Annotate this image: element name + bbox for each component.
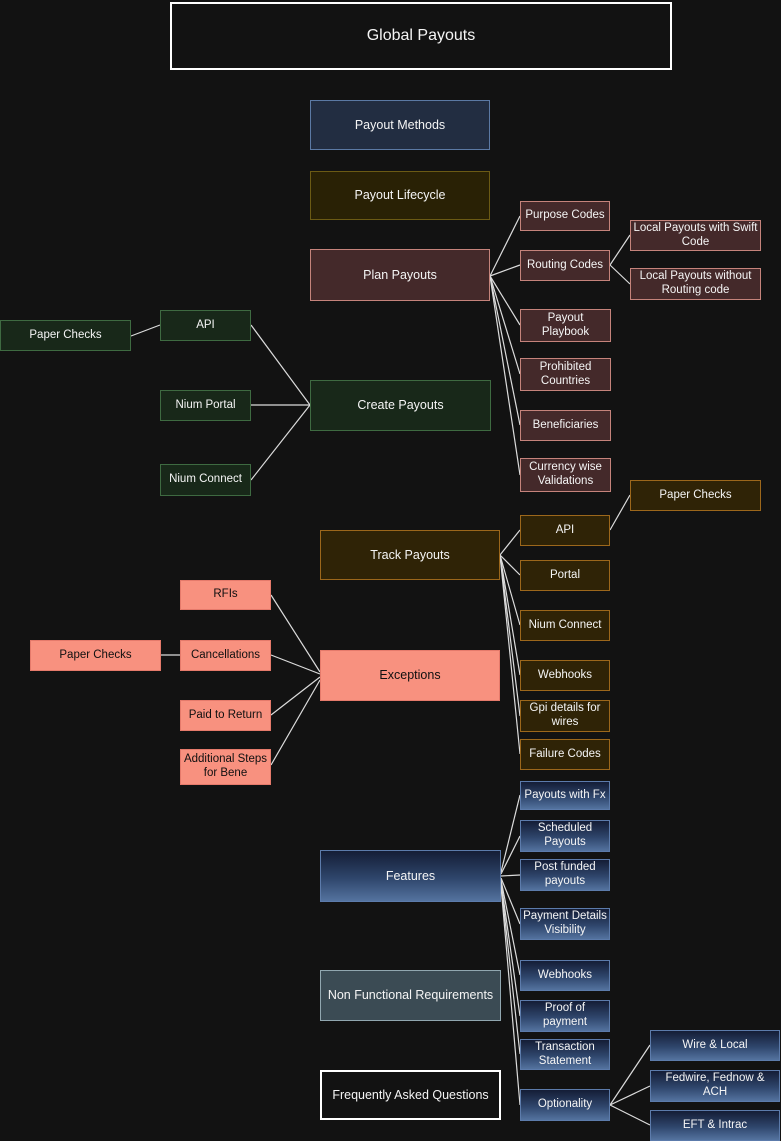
node-nium-connect-track[interactable]: Nium Connect xyxy=(520,610,610,641)
node-wire-and-local[interactable]: Wire & Local xyxy=(650,1030,780,1061)
node-payment-details-visibility[interactable]: Payment Details Visibility xyxy=(520,908,610,940)
node-failure-codes[interactable]: Failure Codes xyxy=(520,739,610,770)
node-api-create[interactable]: API xyxy=(160,310,251,341)
connector-line xyxy=(499,554,521,676)
connector-line xyxy=(500,874,521,877)
connector-line xyxy=(250,404,311,481)
node-additional-steps-for-bene[interactable]: Additional Steps for Bene xyxy=(180,749,271,785)
node-beneficiaries[interactable]: Beneficiaries xyxy=(520,410,611,441)
node-non-functional-requirements[interactable]: Non Functional Requirements xyxy=(320,970,501,1021)
node-track-payouts[interactable]: Track Payouts xyxy=(320,530,500,580)
node-local-payouts-with-swift-code[interactable]: Local Payouts with Swift Code xyxy=(630,220,761,251)
node-post-funded-payouts[interactable]: Post funded payouts xyxy=(520,859,610,891)
connector-line xyxy=(270,676,321,716)
node-cancellations[interactable]: Cancellations xyxy=(180,640,271,671)
node-exceptions[interactable]: Exceptions xyxy=(320,650,500,701)
connector-line xyxy=(489,275,521,426)
connector-line xyxy=(250,324,311,406)
connector-line xyxy=(270,594,321,673)
node-gpi-details-for-wires[interactable]: Gpi details for wires xyxy=(520,700,610,732)
node-portal-track[interactable]: Portal xyxy=(520,560,610,591)
connector-line xyxy=(489,275,521,375)
connector-line xyxy=(500,877,521,925)
node-plan-payouts[interactable]: Plan Payouts xyxy=(310,249,490,301)
node-scheduled-payouts[interactable]: Scheduled Payouts xyxy=(520,820,610,852)
connector-line xyxy=(489,215,521,277)
connector-line xyxy=(500,881,521,1017)
node-eft-and-intrac[interactable]: EFT & Intrac xyxy=(650,1110,780,1141)
node-routing-codes[interactable]: Routing Codes xyxy=(520,250,610,281)
node-transaction-statement[interactable]: Transaction Statement xyxy=(520,1039,610,1070)
node-paper-checks-exceptions[interactable]: Paper Checks xyxy=(30,640,161,671)
connector-line xyxy=(500,883,521,1055)
node-payout-methods[interactable]: Payout Methods xyxy=(310,100,490,150)
connector-line xyxy=(489,275,521,476)
connector-line xyxy=(500,885,521,1106)
node-local-payouts-without-routing-code[interactable]: Local Payouts without Routing code xyxy=(630,268,761,300)
node-paid-to-return[interactable]: Paid to Return xyxy=(180,700,271,731)
node-proof-of-payment[interactable]: Proof of payment xyxy=(520,1000,610,1032)
connector-line xyxy=(500,835,521,875)
node-features[interactable]: Features xyxy=(320,850,501,902)
connector-line xyxy=(270,679,321,766)
node-paper-checks-create[interactable]: Paper Checks xyxy=(0,320,131,351)
node-prohibited-countries[interactable]: Prohibited Countries xyxy=(520,358,611,391)
connector-line xyxy=(499,554,521,755)
node-currency-wise-validations[interactable]: Currency wise Validations xyxy=(520,458,611,492)
connector-line xyxy=(489,275,521,326)
node-nium-portal[interactable]: Nium Portal xyxy=(160,390,251,421)
connector-line xyxy=(609,264,631,285)
node-nium-connect-create[interactable]: Nium Connect xyxy=(160,464,251,496)
connector-line xyxy=(499,554,521,717)
node-purpose-codes[interactable]: Purpose Codes xyxy=(520,201,610,231)
node-payout-lifecycle[interactable]: Payout Lifecycle xyxy=(310,171,490,220)
node-api-track[interactable]: API xyxy=(520,515,610,546)
connector-line xyxy=(499,554,521,626)
node-global-payouts[interactable]: Global Payouts xyxy=(170,2,672,70)
connector-line xyxy=(609,494,631,531)
node-paper-checks-track[interactable]: Paper Checks xyxy=(630,480,761,511)
node-frequently-asked-questions[interactable]: Frequently Asked Questions xyxy=(320,1070,501,1120)
node-payouts-with-fx[interactable]: Payouts with Fx xyxy=(520,781,610,810)
connector-line xyxy=(500,794,521,873)
node-fedwire-fednow-ach[interactable]: Fedwire, Fednow & ACH xyxy=(650,1070,780,1102)
connector-line xyxy=(500,879,521,976)
connector-line xyxy=(499,529,521,556)
connector-line xyxy=(609,234,631,266)
connector-line xyxy=(499,554,521,576)
connector-line xyxy=(609,1044,651,1106)
connector-line xyxy=(270,654,321,675)
node-payout-playbook[interactable]: Payout Playbook xyxy=(520,309,611,342)
node-webhooks-features[interactable]: Webhooks xyxy=(520,960,610,991)
connector-line xyxy=(609,1085,651,1106)
node-webhooks-track[interactable]: Webhooks xyxy=(520,660,610,691)
node-create-payouts[interactable]: Create Payouts xyxy=(310,380,491,431)
node-optionality[interactable]: Optionality xyxy=(520,1089,610,1121)
node-rfis[interactable]: RFIs xyxy=(180,580,271,610)
connector-line xyxy=(489,264,521,277)
connector-line xyxy=(130,324,161,337)
connector-line xyxy=(609,1104,651,1126)
